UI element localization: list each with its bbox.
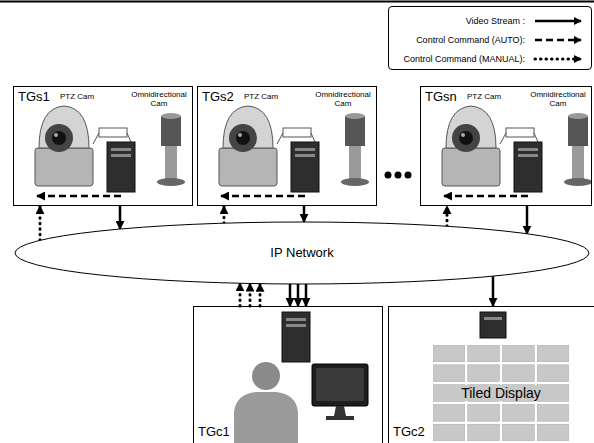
part-label: Omnidirectional Cam	[130, 90, 188, 108]
client-box: Tiled DisplayTGc2	[388, 306, 594, 443]
legend-row: Video Stream :	[389, 13, 591, 29]
pc-bay	[286, 324, 306, 327]
monitor-stand	[334, 406, 346, 416]
display-tile	[468, 365, 500, 382]
site-equipment	[35, 106, 185, 196]
display-tile	[468, 404, 500, 421]
legend-line	[535, 20, 581, 23]
site-box: TGs2 PTZ Cam Omnidirectional Cam	[197, 86, 377, 206]
display-tile	[433, 365, 465, 382]
part-label: Omnidirectional Cam	[529, 90, 587, 108]
display-tile	[503, 404, 535, 421]
manual-command-arrow	[259, 284, 262, 306]
top-rule	[0, 1, 594, 3]
part-label: PTZ Cam	[467, 92, 501, 101]
ellipsis-dot	[395, 172, 402, 179]
legend-sample	[531, 32, 587, 48]
node-title: TGc2	[393, 425, 425, 440]
video-stream-arrow	[526, 206, 529, 234]
display-tile	[537, 404, 569, 421]
video-stream-arrow	[297, 284, 300, 306]
pc-tower	[480, 312, 506, 338]
pc-tower	[282, 312, 310, 362]
video-stream-arrow	[289, 284, 292, 306]
manual-command-arrow	[223, 206, 226, 223]
manual-command-arrow	[249, 283, 252, 306]
display-tile	[537, 424, 569, 441]
client-box: TGc1	[193, 306, 383, 443]
display-tile	[433, 404, 465, 421]
node-title: TGs1	[18, 90, 50, 105]
network-ellipse: IP Network	[14, 221, 590, 285]
tiled-display: Tiled Display	[433, 345, 569, 441]
node-title: TGs2	[202, 90, 234, 105]
legend-text: Control Command (AUTO):	[393, 32, 525, 48]
video-stream-arrow	[303, 206, 306, 222]
manual-command-arrow	[239, 283, 242, 306]
display-tile	[433, 424, 465, 441]
video-stream-arrow	[305, 284, 308, 306]
monitor-screen	[316, 368, 364, 401]
monitor-foot	[326, 416, 354, 420]
display-tile	[537, 345, 569, 362]
legend-text: Control Command (MANUAL):	[393, 51, 525, 67]
site-box: TGsn PTZ Cam Omnidirectional Cam	[420, 86, 592, 206]
site-box: TGs1 PTZ Cam Omnidirectional Cam	[13, 86, 193, 206]
monitor	[312, 364, 368, 406]
display-tile	[503, 365, 535, 382]
pc-bay	[286, 318, 306, 321]
ellipsis-dot	[405, 172, 412, 179]
ellipsis-dot	[385, 172, 392, 179]
person-head	[252, 362, 280, 390]
node-title: IP Network	[270, 246, 333, 261]
person-body	[234, 392, 298, 443]
display-tile	[503, 345, 535, 362]
display-tile	[503, 424, 535, 441]
display-tile	[468, 345, 500, 362]
manual-command-arrow	[39, 206, 42, 240]
part-label: PTZ Cam	[244, 92, 278, 101]
site-equipment	[219, 106, 369, 196]
part-label: PTZ Cam	[60, 92, 94, 101]
legend-sample	[531, 13, 587, 29]
legend-sample	[531, 51, 587, 67]
site-equipment	[442, 106, 592, 196]
display-tile	[433, 345, 465, 362]
legend-box: Video Stream : Control Command (AUTO): Con…	[388, 6, 592, 70]
legend-row: Control Command (MANUAL):	[389, 51, 591, 67]
node-title: TGc1	[198, 425, 230, 440]
node-title: TGsn	[425, 90, 457, 105]
legend-row: Control Command (AUTO):	[389, 32, 591, 48]
node-title: Tiled Display	[458, 385, 544, 401]
video-stream-arrow	[492, 276, 495, 306]
legend-line	[535, 39, 581, 42]
part-label: Omnidirectional Cam	[314, 90, 372, 108]
pc-bay	[484, 317, 502, 320]
manual-command-arrow	[446, 206, 449, 226]
legend-text: Video Stream :	[393, 13, 525, 29]
ellipse-shape	[15, 222, 589, 284]
display-tile	[468, 424, 500, 441]
video-stream-arrow	[119, 206, 122, 229]
legend-line	[535, 58, 581, 61]
display-tile	[537, 365, 569, 382]
